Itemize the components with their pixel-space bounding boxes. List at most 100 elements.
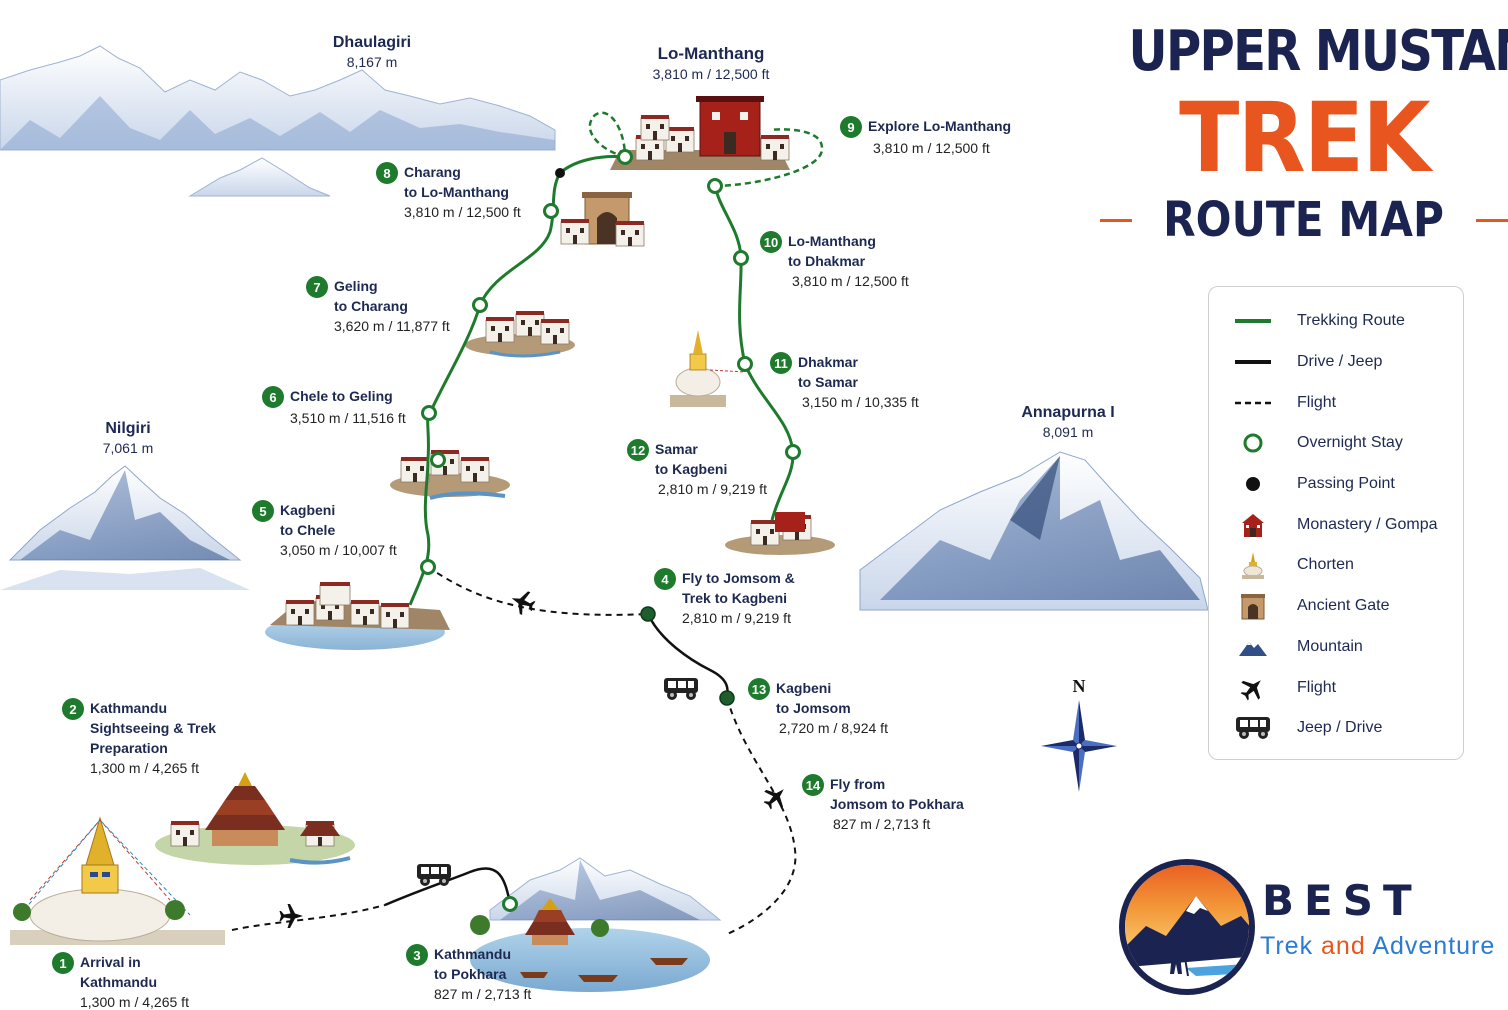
ancient-gate-illustration [560, 192, 645, 247]
stop-altitude: 2,720 m / 8,924 ft [779, 720, 888, 736]
jeep-icon [417, 864, 451, 886]
stop-name-line: Fly from [830, 776, 886, 792]
legend-item-mountain: Mountain [1209, 627, 1463, 668]
drive-route-to-pokhara [384, 867, 512, 907]
legend-item-plane: Flight [1209, 667, 1463, 708]
plane-icon [1240, 679, 1261, 700]
flight-route-jomsom-kagbeni [427, 566, 649, 616]
jeep-icon [664, 678, 698, 700]
stop-name-line: to Samar [798, 374, 858, 390]
stop-number: 2 [62, 698, 84, 720]
legend-item-overnight: Overnight Stay [1209, 423, 1463, 464]
annapurna-mountain-illustration [859, 451, 1209, 611]
stop-altitude: 3,510 m / 11,516 ft [290, 410, 406, 426]
stop-name-line: Jomsom to Pokhara [830, 796, 964, 812]
logo-brand-text: BEST [1262, 876, 1422, 925]
logo-tagline: Trek and Adventure [1260, 932, 1495, 961]
logo-mountain-emblem-icon [1119, 859, 1255, 995]
stop-name-line: Kathmandu [434, 946, 511, 962]
title-rule-right [1475, 218, 1508, 222]
monastery-icon [1242, 513, 1264, 537]
stop-name-line: Lo-Manthang [788, 233, 876, 249]
legend-item-chorten: Chorten [1209, 545, 1463, 586]
stop-altitude: 2,810 m / 9,219 ft [658, 481, 767, 497]
stop-name-line: Dhakmar [798, 354, 858, 370]
drive-line-icon [1235, 360, 1271, 365]
lo-manthang-city-illustration [610, 96, 790, 170]
overnight-stay-markers [420, 149, 801, 912]
passing-point-markers [555, 168, 735, 706]
stop-altitude: 827 m / 2,713 ft [833, 816, 931, 832]
stop-number: 8 [376, 162, 398, 184]
logo-tagline-part: and [1321, 932, 1366, 960]
title-line-3-row: ROUTE MAP [1100, 192, 1508, 248]
samar-monastery-illustration [725, 512, 835, 555]
stop-name-line: to Pokhara [434, 966, 507, 982]
flight-route-ktm-pokhara [231, 904, 386, 931]
stop-number: 7 [306, 276, 328, 298]
stop-name-line: Chele to Geling [290, 388, 393, 404]
plane-icon [279, 904, 303, 928]
passing-dot-icon [1246, 477, 1260, 492]
stop-name-line: Kathmandu [90, 700, 167, 716]
title-line-3: ROUTE MAP [1163, 192, 1445, 248]
stop-4-label: 4 Fly to Jomsom &Trek to Kagbeni 2,810 m… [654, 568, 795, 626]
stop-name-line: Trek to Kagbeni [682, 590, 788, 606]
place-name: Lo-Manthang [657, 44, 765, 63]
stop-altitude: 3,150 m / 10,335 ft [802, 394, 919, 410]
place-altitude: 3,810 m / 12,500 ft [652, 66, 770, 82]
stop-name-line: Kathmandu [80, 974, 157, 990]
compass-rose: N [1038, 676, 1120, 792]
stop-altitude: 3,810 m / 12,500 ft [404, 204, 521, 220]
stop-altitude: 3,050 m / 10,007 ft [280, 542, 397, 558]
stop-number: 4 [654, 568, 676, 590]
peak-name: Dhaulagiri [332, 34, 412, 51]
legend-item-drive: Drive / Jeep [1209, 342, 1463, 383]
stop-altitude: 1,300 m / 4,265 ft [90, 760, 199, 776]
logo-tagline-part: Trek [1260, 932, 1322, 960]
legend-label: Flight [1297, 678, 1337, 696]
stop-name-line: Kagbeni [776, 680, 832, 696]
stop-number: 3 [406, 944, 428, 966]
logo-tagline-part: Adventure [1365, 932, 1496, 960]
compass-north-label: N [1073, 676, 1086, 696]
stop-name-line: to Dhakmar [788, 253, 866, 269]
mountain-icon [1239, 641, 1267, 656]
legend-label: Monastery / Gompa [1297, 515, 1438, 533]
legend-item-passing-point: Passing Point [1209, 464, 1463, 505]
title-line-1: UPPER MUSTANG [1128, 19, 1508, 84]
legend-label: Flight [1297, 393, 1337, 411]
legend-label: Overnight Stay [1297, 434, 1403, 452]
stop-altitude: 827 m / 2,713 ft [434, 986, 532, 1002]
company-logo: BEST Trek and Adventure [1116, 852, 1508, 1002]
stop-6-label: 6 Chele to Geling 3,510 m / 11,516 ft [262, 386, 406, 426]
stop-number: 5 [252, 500, 274, 522]
legend-label: Ancient Gate [1297, 597, 1390, 615]
title-rule-left [1100, 218, 1133, 222]
pokhara-mountains-illustration [489, 857, 722, 921]
flight-line-icon [1235, 401, 1271, 404]
stop-altitude: 3,810 m / 12,500 ft [792, 273, 909, 289]
peak-altitude: 7,061 m [102, 440, 154, 456]
stop-altitude: 2,810 m / 9,219 ft [682, 610, 791, 626]
legend-label: Trekking Route [1297, 312, 1405, 330]
stop-name-line: to Charang [334, 298, 408, 314]
stop-9-label: 9 Explore Lo-Manthang 3,810 m / 12,500 f… [840, 116, 1011, 156]
stop-name-line: to Jomsom [776, 700, 851, 716]
stop-number: 9 [840, 116, 862, 138]
stop-name-line: to Kagbeni [655, 461, 728, 477]
legend-label: Passing Point [1297, 475, 1395, 493]
legend-label: Jeep / Drive [1297, 719, 1383, 737]
peak-name: Nilgiri [105, 420, 151, 437]
pokhara-pagoda-illustration [470, 898, 609, 945]
stop-name-line: Preparation [90, 740, 168, 756]
stop-name-line: Explore Lo-Manthang [868, 118, 1012, 134]
stop-name-line: to Chele [280, 522, 336, 538]
stop-number: 12 [627, 439, 649, 461]
nilgiri-mountain-illustration [0, 465, 250, 590]
